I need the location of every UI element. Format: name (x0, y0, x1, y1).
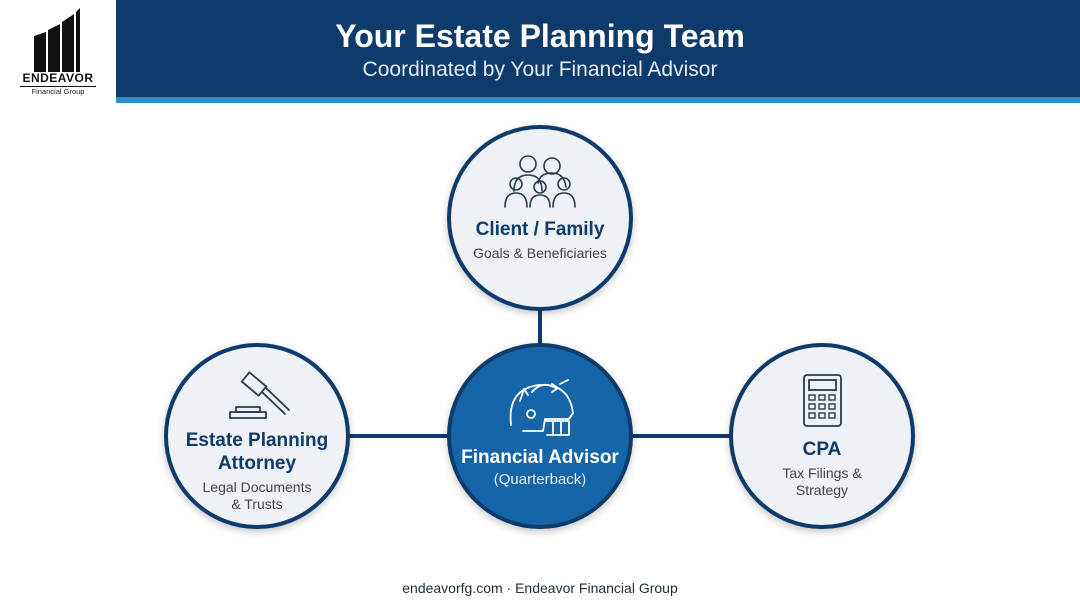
footer-text: endeavorfg.com · Endeavor Financial Grou… (402, 580, 678, 596)
advisor-node-circle (447, 343, 633, 529)
logo-divider (20, 86, 96, 87)
attorney-sub-line1: Legal Documents (202, 479, 312, 495)
logo-subname: Financial Group (31, 87, 85, 96)
advisor-node: Financial Advisor (Quarterback) (449, 446, 631, 488)
advisor-title: Financial Advisor (461, 447, 619, 468)
client-subtitle: Goals & Beneficiaries (473, 245, 607, 261)
client-node-circle (447, 125, 633, 311)
cpa-node: CPA Tax Filings & Strategy (731, 438, 913, 499)
football-helmet-icon (509, 379, 574, 436)
attorney-node: Estate Planning Attorney Legal Documents… (166, 429, 348, 513)
building-logo-icon (34, 8, 80, 72)
gavel-icon (229, 371, 290, 419)
attorney-title-line1: Estate Planning (185, 430, 329, 451)
logo-name: ENDEAVOR (22, 71, 94, 85)
page-title: Your Estate Planning Team (335, 18, 745, 54)
attorney-title-line2: Attorney (217, 453, 297, 474)
attorney-node-circle (164, 343, 350, 529)
header-banner (116, 0, 1080, 97)
advisor-subtitle: (Quarterback) (493, 471, 587, 488)
cpa-title: CPA (802, 439, 842, 460)
calculator-icon (803, 374, 842, 427)
family-icon (504, 155, 576, 208)
attorney-sub-line2: & Trusts (231, 496, 283, 512)
page-subtitle: Coordinated by Your Financial Advisor (362, 58, 718, 81)
cpa-sub-line2: Strategy (795, 482, 849, 498)
client-node: Client / Family Goals & Beneficiaries (449, 218, 631, 262)
client-title: Client / Family (475, 219, 605, 240)
header-accent-strip (116, 97, 1080, 103)
company-logo: ENDEAVOR Financial Group (0, 0, 116, 103)
cpa-node-circle (729, 343, 915, 529)
cpa-sub-line1: Tax Filings & (782, 465, 862, 481)
